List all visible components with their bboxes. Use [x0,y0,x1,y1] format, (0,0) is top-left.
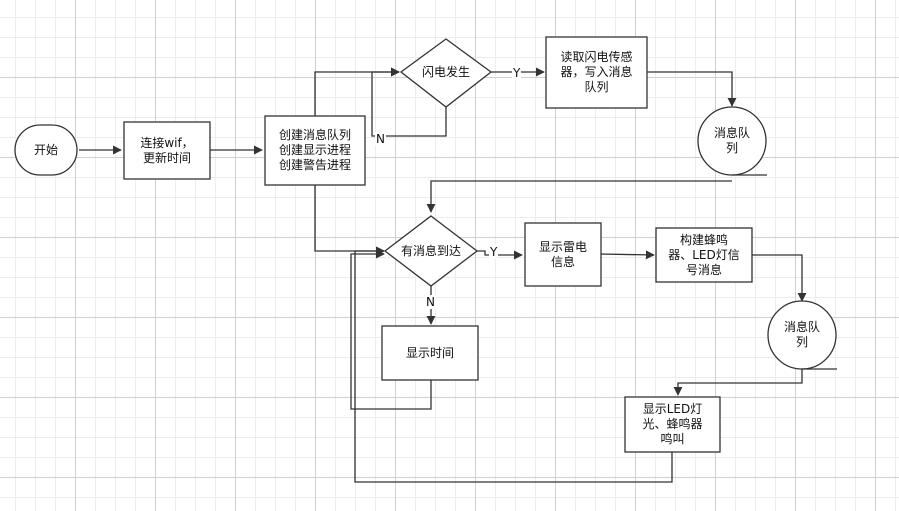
connect-wifi-label: 连接wif， 更新时间 [140,135,194,165]
connect-wifi-box [123,121,211,180]
msg-yes-label: Y [489,245,499,259]
msg-no-label: N [425,295,436,309]
edge-queue2-to-led [673,368,803,396]
lightning-yes-label: Y [512,66,522,80]
build-signal-label: 构建蜂鸣 器、LED灯信 号消息 [668,232,740,277]
edge-build-to-queue2 [752,254,807,302]
show-time-box [381,325,479,381]
show-led-label: 显示LED灯 光、蜂鸣器 鸣叫 [642,402,703,446]
edge-sensor-to-queue1 [647,71,737,107]
edge-queue1-to-hasmsg [426,180,732,213]
lightning-decision [399,38,493,108]
queue1-label: 消息队 列 [713,126,750,155]
show-thunder-box [524,222,602,287]
edge-thunder-to-build [599,250,655,260]
lightning-no-label: N [375,132,386,146]
create-label: 创建消息队列 创建显示进程 创建警告进程 [278,128,351,172]
show-thunder-label: 显示雷电 信息 [538,239,587,269]
show-time-label: 显示时间 [405,345,454,360]
has-msg-decision [383,215,479,287]
edge-create-to-lightning [314,67,400,116]
start-label: 开始 [33,142,58,157]
queue2-label: 消息队 列 [783,320,820,349]
build-signal-box [655,227,753,283]
edge-hasmsg-yes [476,250,523,260]
edge-time-loop [350,249,432,410]
create-box [264,115,366,186]
has-msg-label: 有消息到达 [400,243,461,258]
read-sensor-box [545,36,648,109]
edge-lightning-no-loop [371,67,447,137]
edge-create-to-hasmsg [314,185,385,256]
lightning-label: 闪电发生 [421,64,470,79]
start-terminator [14,124,78,176]
read-sensor-label: 读取闪电传感 器，写入消息 队列 [560,50,633,94]
show-led-box [624,396,721,453]
edge-led-loop [354,246,673,483]
